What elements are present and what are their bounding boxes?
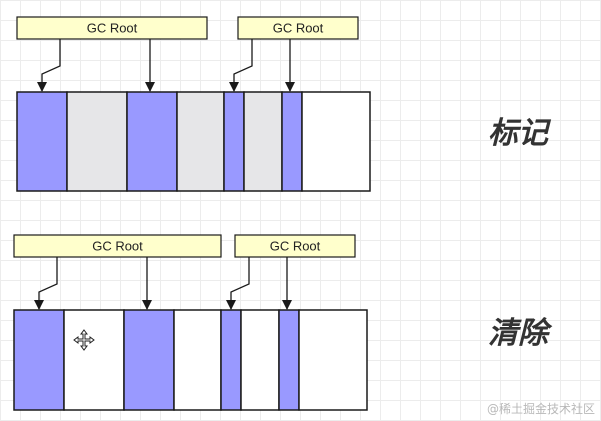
reference-arrow bbox=[229, 39, 253, 92]
gc-root: GC Root bbox=[13, 234, 222, 310]
memory-block-free bbox=[173, 309, 222, 411]
reference-arrow bbox=[34, 257, 58, 310]
memory-block-free bbox=[63, 309, 125, 411]
gc-root-label: GC Root bbox=[92, 239, 143, 254]
memory-block-live bbox=[126, 91, 178, 192]
memory-block-live bbox=[281, 91, 303, 192]
reference-arrow bbox=[37, 39, 61, 92]
memory-block-free bbox=[298, 309, 368, 411]
memory-block-garbage bbox=[243, 91, 283, 192]
sweep-heap-memory bbox=[13, 309, 368, 411]
memory-block-live bbox=[278, 309, 300, 411]
memory-block-live bbox=[123, 309, 175, 411]
memory-block-free bbox=[240, 309, 280, 411]
reference-arrow bbox=[226, 257, 250, 310]
watermark: @稀土掘金技术社区 bbox=[486, 402, 595, 416]
memory-block-live bbox=[13, 309, 65, 411]
gc-root-box bbox=[13, 234, 222, 258]
sweep-phase-label: 清除 bbox=[488, 316, 548, 351]
gc-root-label: GC Root bbox=[87, 21, 138, 36]
mark-phase: GC Root GC Root bbox=[16, 16, 371, 192]
memory-block-free bbox=[301, 91, 371, 192]
gc-root: GC Root bbox=[226, 234, 356, 310]
memory-block-garbage bbox=[176, 91, 225, 192]
memory-block-live bbox=[220, 309, 242, 411]
gc-root-label: GC Root bbox=[273, 21, 324, 36]
memory-block-live bbox=[223, 91, 245, 192]
mark-heap-memory bbox=[16, 91, 371, 192]
gc-root-box bbox=[237, 16, 359, 40]
gc-root: GC Root bbox=[16, 16, 208, 92]
sweep-phase: GC Root GC Root bbox=[13, 234, 368, 411]
gc-root-box bbox=[16, 16, 208, 40]
memory-block-garbage bbox=[66, 91, 128, 192]
move-cursor-icon bbox=[73, 329, 95, 351]
memory-block-live bbox=[16, 91, 68, 192]
mark-phase-label: 标记 bbox=[488, 116, 548, 151]
gc-root: GC Root bbox=[229, 16, 359, 92]
gc-root-label: GC Root bbox=[270, 239, 321, 254]
gc-root-box bbox=[234, 234, 356, 258]
